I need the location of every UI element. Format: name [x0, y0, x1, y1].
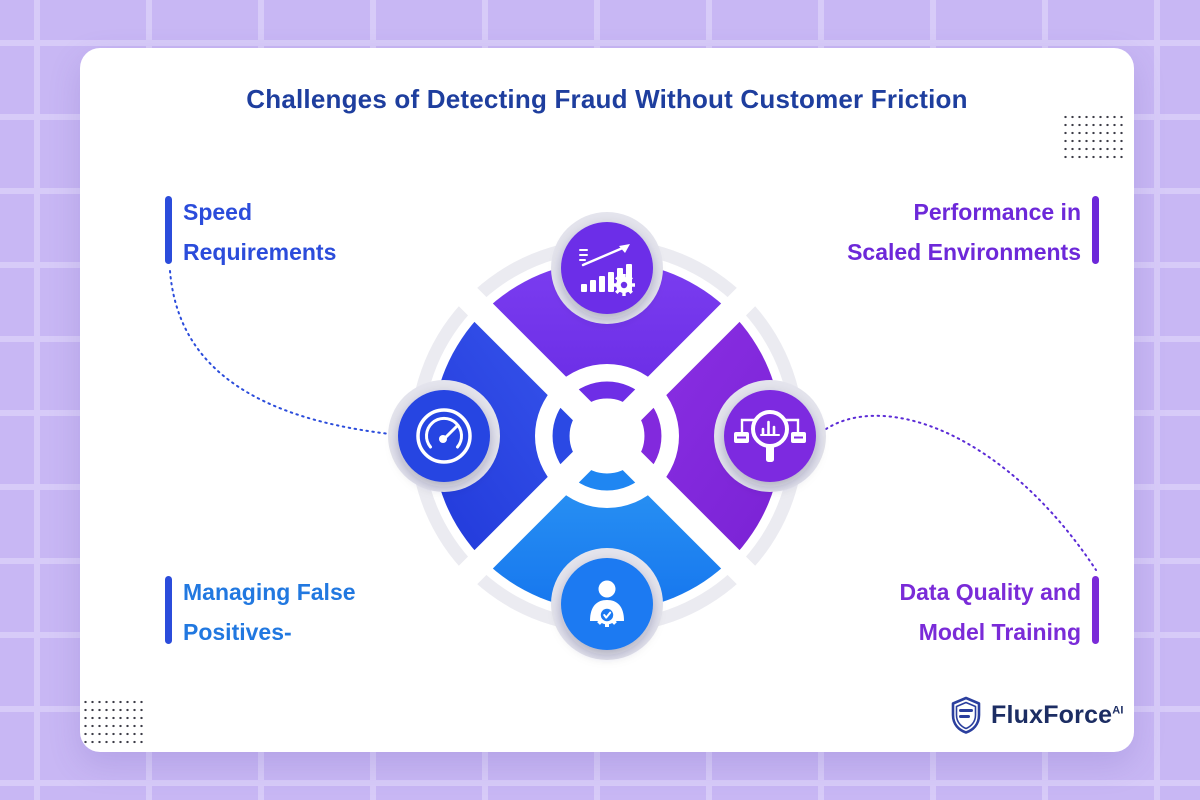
accent-bar-false-positives [165, 576, 172, 644]
callout-performance-scaled: Performance in Scaled Environments [847, 192, 1081, 272]
callout-line: Positives- [183, 619, 292, 645]
dot-matrix-decoration-bottom-left [82, 698, 146, 744]
accent-bar-data-quality [1092, 576, 1099, 644]
fluxforce-logo: FluxForceAI [950, 696, 1124, 734]
brand-name: FluxForceAI [991, 701, 1124, 730]
callout-managing-false-positives: Managing False Positives- [183, 572, 356, 652]
callout-speed-requirements: Speed Requirements [183, 192, 336, 272]
brand-superscript: AI [1112, 704, 1124, 717]
dot-matrix-decoration-top-right [1062, 113, 1124, 163]
accent-bar-speed [165, 196, 172, 264]
callout-line: Speed [183, 199, 253, 225]
callout-line: Performance in [913, 199, 1081, 225]
callout-data-quality-model-training: Data Quality and Model Training [900, 572, 1081, 652]
callout-line: Model Training [918, 619, 1081, 645]
infographic-title: Challenges of Detecting Fraud Without Cu… [246, 84, 968, 114]
callout-line: Scaled Environments [847, 239, 1081, 265]
callout-line: Requirements [183, 239, 337, 265]
callout-line: Data Quality and [899, 579, 1081, 605]
accent-bar-performance [1092, 196, 1099, 264]
brand-text: FluxForce [991, 700, 1113, 729]
callout-line: Managing False [183, 579, 356, 605]
fluxforce-shield-icon [951, 696, 981, 734]
